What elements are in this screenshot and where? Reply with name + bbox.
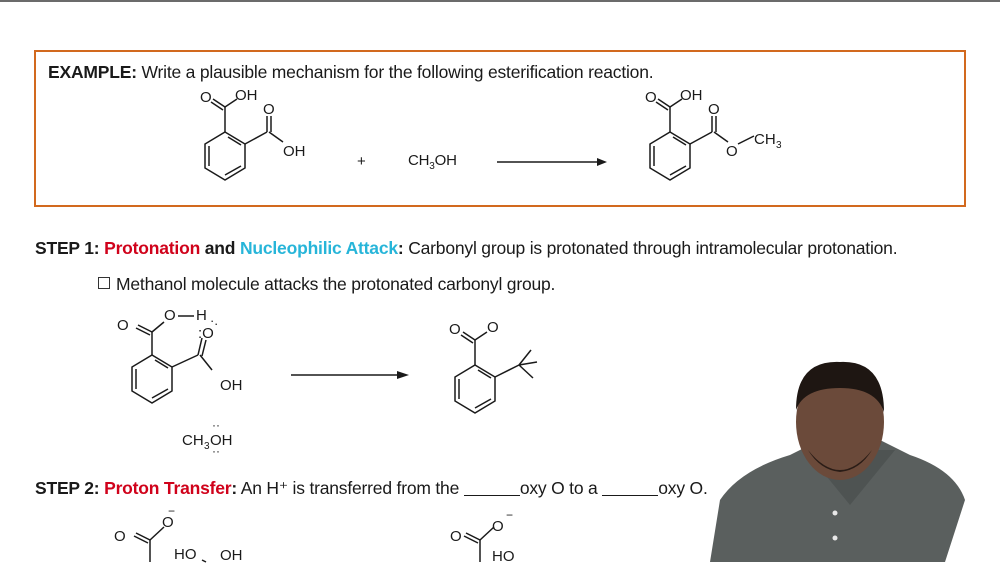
svg-text:·.: ·. [210,313,218,328]
step-2-product-structure: O O − HO [440,505,560,567]
step-2-heading: STEP 2: Proton Transfer: An H⁺ is transf… [35,478,708,498]
svg-text:··: ·· [212,418,220,432]
plus-sign: + [357,153,366,170]
svg-text:O: O [263,101,275,118]
svg-text:O: O [117,317,129,334]
svg-text:OH: OH [220,547,243,564]
svg-text:OH: OH [235,87,258,104]
svg-text:CH: CH [754,131,776,148]
svg-text:OH: OH [680,87,703,104]
step-1-term-nucleophilic-attack: Nucleophilic Attack [239,238,398,258]
presenter-video [700,340,1000,562]
svg-text::O: :O [198,325,214,342]
svg-text:O: O [487,319,499,336]
svg-text:··: ·· [212,444,220,458]
svg-text:HO: HO [174,546,197,563]
svg-text:3: 3 [204,441,210,452]
svg-text:O: O [450,528,462,545]
svg-text:OH: OH [210,432,233,449]
svg-text:O: O [114,528,126,545]
svg-text:OH: OH [220,377,243,394]
reaction-arrow [497,155,607,173]
svg-text:O: O [164,307,176,324]
step-1-term-protonation: Protonation [104,238,201,258]
checkbox-icon[interactable] [98,277,110,289]
svg-text:O: O [708,101,720,118]
svg-text:−: − [168,504,175,518]
svg-text:H: H [196,307,207,324]
svg-text:O: O [449,321,461,338]
svg-text:O: O [726,143,738,160]
step-1-heading: STEP 1: Protonation and Nucleophilic Att… [35,238,898,258]
reactant-phthalic-acid: O OH O OH [195,82,325,197]
blank-field-2[interactable] [602,481,659,496]
svg-text:OH: OH [283,143,306,160]
blank-field-1[interactable] [463,481,520,496]
svg-text:HO: HO [492,548,515,565]
step-2-reactant-structure: O O − HO OH [110,504,260,567]
example-box: EXAMPLE: Write a plausible mechanism for… [34,50,966,207]
svg-text:CH: CH [182,432,204,449]
step-1-sub-item-text: Methanol molecule attacks the protonated… [116,274,556,294]
methanol-formula: CH3OH [408,152,457,172]
product-monomethyl-phthalate: O OH O O CH 3 [640,82,800,197]
step-1-description: Carbonyl group is protonated through int… [408,238,898,258]
step-1-reactant-structure: O O H :O ·. OH ·· CH 3 OH ·· [112,300,262,460]
step-2-label: STEP 2: [35,478,100,498]
svg-text:3: 3 [776,140,782,151]
svg-text:O: O [200,89,212,106]
step-1-label: STEP 1: [35,238,100,258]
step-1-connector: and [204,238,236,258]
svg-text:O: O [162,514,174,531]
step-1-sub-item: Methanol molecule attacks the protonated… [98,274,555,295]
svg-text:O: O [645,89,657,106]
example-prompt: Write a plausible mechanism for the foll… [141,62,654,82]
example-label: EXAMPLE: [48,62,137,82]
step-1-product-structure: O O [445,310,565,425]
svg-text:−: − [506,508,513,522]
step-2-term-proton-transfer: Proton Transfer [104,478,232,498]
step-1-arrow [291,368,409,386]
example-title: EXAMPLE: Write a plausible mechanism for… [48,62,654,83]
svg-text:O: O [492,518,504,535]
top-border [0,0,1000,2]
